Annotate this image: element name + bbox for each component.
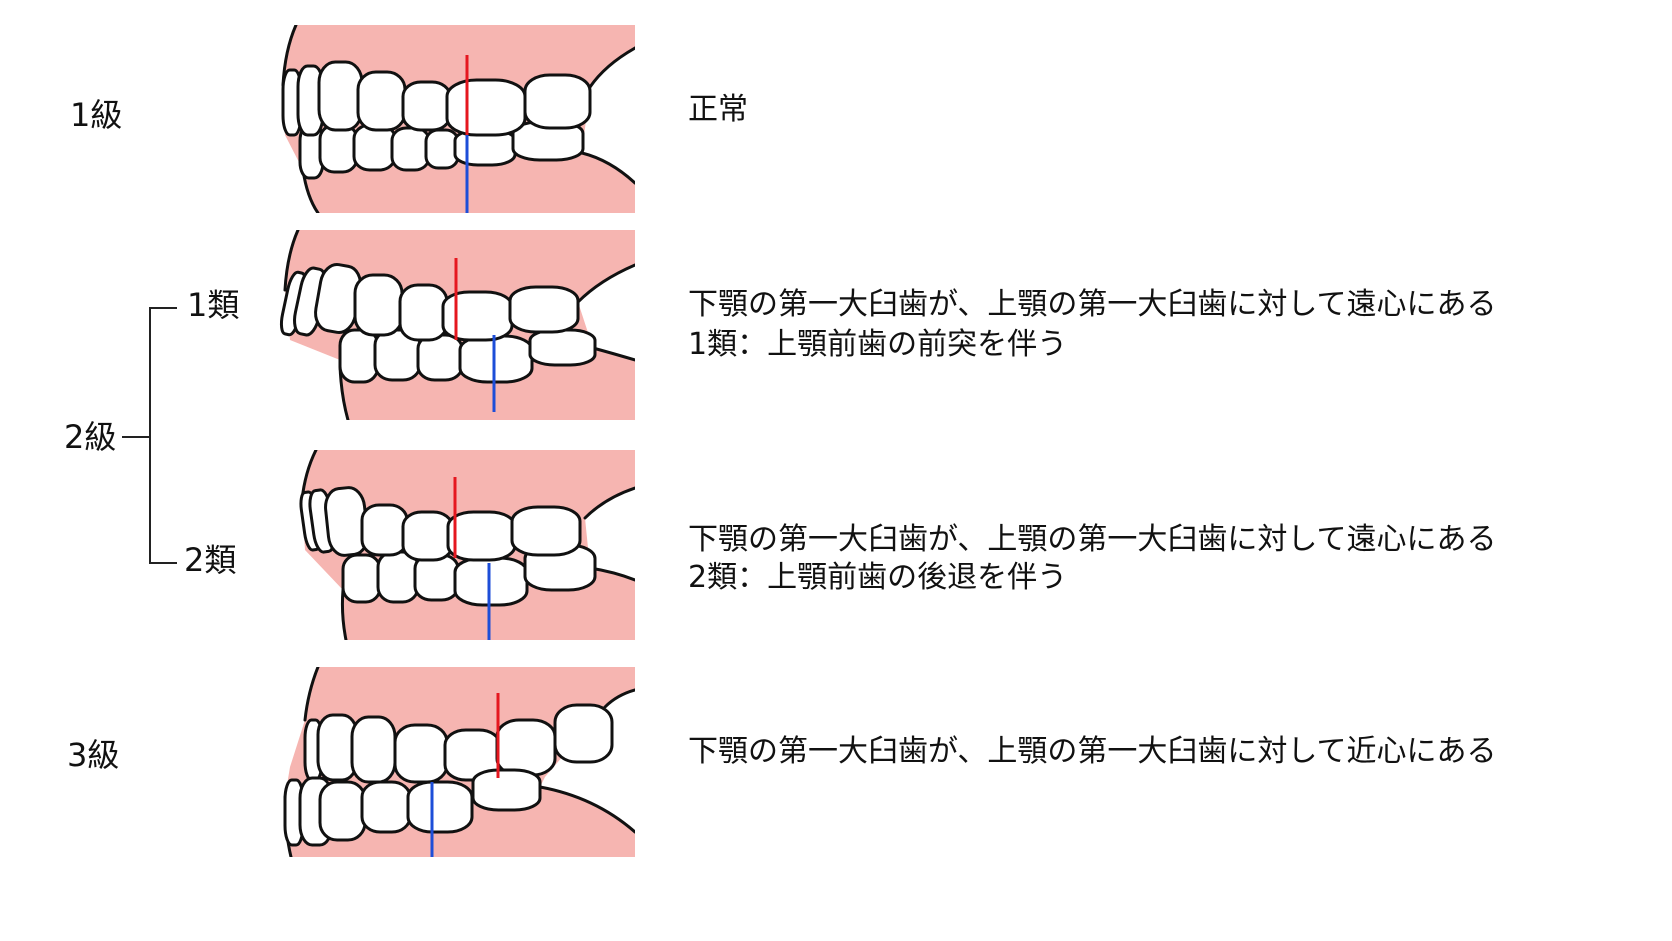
class-1-description: 正常 (688, 92, 748, 127)
upper-tooth (398, 283, 449, 342)
upper-tooth (401, 80, 452, 132)
upper-tooth (523, 73, 592, 130)
lip-outline (283, 230, 300, 292)
upper-tooth (317, 60, 364, 132)
class-1-label: 1級 (70, 96, 123, 134)
lip-outline (591, 346, 635, 362)
bracket-stem (122, 436, 150, 438)
outside-mouth-area (245, 230, 348, 420)
lower-tooth (416, 333, 464, 382)
lower-tooth (360, 780, 412, 834)
upper-tooth (356, 70, 407, 132)
class-2-division-1-description: 下顎の第一大臼歯が、上顎の第一大臼歯に対して遠心にある (688, 287, 1497, 322)
upper-tooth (553, 703, 614, 764)
illustration-class-1 (245, 25, 635, 213)
upper-first-molar (441, 290, 514, 342)
bracket-top-tick (149, 307, 177, 309)
outside-mouth-area (245, 450, 346, 640)
bracket-vertical (149, 307, 151, 564)
lip-outline (576, 263, 635, 304)
lower-tooth (318, 123, 359, 174)
lower-tooth (338, 328, 380, 384)
lower-first-molar (453, 556, 529, 607)
lip-outline (588, 46, 635, 89)
lower-tooth (318, 780, 367, 842)
lip-outline (538, 785, 635, 834)
upper-tooth (360, 503, 409, 557)
class-2-division-2-note: 2類：上顎前歯の後退を伴う (688, 560, 1068, 595)
illustration-class-3 (245, 667, 635, 857)
class-2-division-2-description: 下顎の第一大臼歯が、上顎の第一大臼歯に対して遠心にある (688, 522, 1497, 557)
lower-tooth (341, 553, 382, 604)
class-2-division-1-note: 1類：上顎前歯の前突を伴う (688, 327, 1068, 362)
lower-tooth (471, 768, 542, 812)
upper-tooth (508, 285, 580, 334)
illustration-class-2-division-1 (245, 230, 635, 420)
upper-first-molar (445, 78, 527, 137)
class-3-description: 下顎の第一大臼歯が、上顎の第一大臼歯に対して近心にある (688, 734, 1497, 769)
lower-tooth (390, 126, 431, 172)
class-2-label: 2級 (64, 418, 117, 456)
lower-tooth (413, 553, 460, 602)
lip-outline (583, 486, 635, 520)
lower-first-molar (406, 780, 474, 834)
upper-tooth (393, 723, 449, 784)
illustration-class-2-division-2 (245, 450, 635, 640)
class-2-division-1-label: 1類 (187, 286, 240, 324)
lower-tooth (352, 123, 397, 172)
lower-first-molar (458, 334, 534, 384)
upper-tooth (401, 510, 454, 562)
class-3-label: 3級 (67, 736, 120, 774)
lip-outline (580, 151, 635, 185)
lip-outline (603, 688, 635, 709)
upper-tooth (510, 505, 582, 557)
bracket-bottom-tick (149, 562, 177, 564)
outside-mouth-area (245, 667, 318, 857)
upper-first-molar (446, 510, 517, 562)
upper-tooth (353, 273, 404, 337)
lip-outline (340, 588, 348, 640)
lower-tooth (424, 128, 460, 170)
upper-tooth (350, 715, 397, 784)
lip-outline (303, 667, 320, 722)
outside-mouth-area (585, 488, 635, 580)
lower-tooth (528, 328, 597, 367)
class-2-division-2-label: 2類 (184, 541, 237, 579)
upper-first-molar (495, 718, 557, 777)
